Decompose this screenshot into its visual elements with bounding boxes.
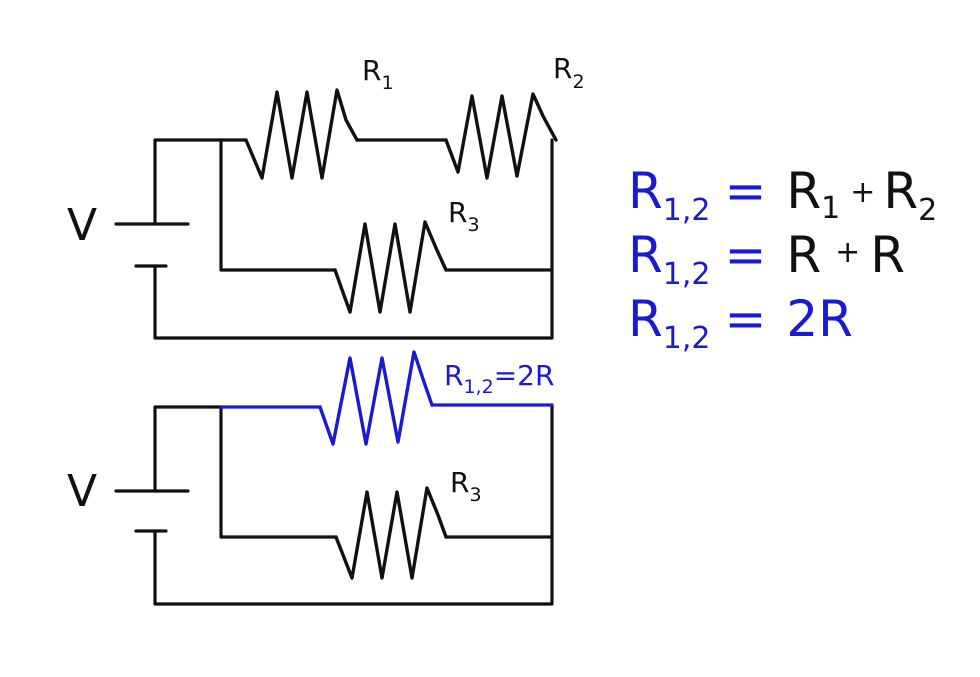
equation-2: R1,2=R+R — [628, 226, 905, 292]
resistor-r3-bottom — [334, 486, 448, 580]
resistor-r12 — [318, 350, 434, 446]
bottom-battery-upper-wire — [153, 405, 223, 493]
label-r12: R1,2=2R — [444, 359, 554, 398]
label-r3-bottom: R3 — [450, 466, 482, 506]
label-r2: R2 — [553, 52, 585, 93]
top-circuit: V R1 R2 R3 — [67, 52, 585, 340]
top-left-node-wire — [219, 138, 337, 272]
bottom-circuit: V R1,2=2R R3 — [67, 350, 554, 606]
bottom-source-label: V — [67, 466, 97, 517]
bottom-battery-lower-wire — [153, 403, 554, 606]
equation-1: R1,2=R1+R2 — [628, 162, 937, 228]
equation-3: R1,2=2R — [628, 290, 853, 356]
resistor-r1 — [244, 88, 359, 180]
equations: R1,2=R1+R2 R1,2=R+R R1,2=2R — [628, 162, 937, 356]
label-r1: R1 — [362, 54, 394, 94]
top-source-label: V — [67, 200, 97, 251]
resistor-r3-top — [333, 220, 448, 314]
top-battery-upper-wire — [153, 138, 223, 226]
bottom-left-node-wire — [219, 405, 338, 539]
top-battery-lower-wire — [153, 138, 554, 340]
resistor-r2 — [444, 92, 558, 180]
label-r3-top: R3 — [448, 196, 480, 236]
